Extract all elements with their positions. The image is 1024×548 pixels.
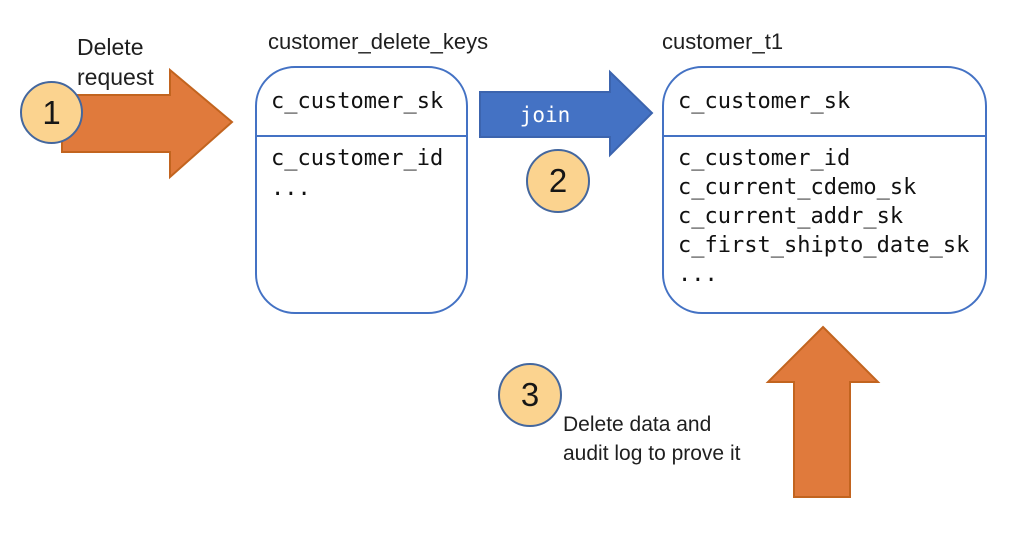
join-label: join [519, 103, 571, 127]
delete-request-label: Delete request [77, 32, 154, 92]
table-row: c_customer_id [678, 146, 851, 171]
table-title-customer-delete-keys: customer_delete_keys [268, 29, 489, 54]
join-arrow-icon [479, 69, 654, 158]
join-label-wrap: join [480, 92, 610, 138]
delete-up-arrow-icon [765, 325, 881, 498]
table-row: c_current_cdemo_sk [678, 175, 917, 200]
delete-request-label-line2: request [77, 64, 154, 90]
table-row: c_first_shipto_date_sk [678, 233, 970, 258]
step-2-badge: 2 [526, 149, 590, 213]
delete-data-label-line1: Delete data and [563, 413, 712, 436]
step-3-badge: 3 [498, 363, 562, 427]
table-title-customer-t1: customer_t1 [662, 29, 784, 54]
table-row: c_customer_id [271, 146, 444, 171]
table-body: c_customer_id ... [257, 137, 466, 211]
table-body: c_customer_id c_current_cdemo_sk c_curre… [664, 137, 985, 296]
delete-data-label-line2: audit log to prove it [563, 442, 741, 465]
table-customer-t1: c_customer_sk c_customer_id c_current_cd… [662, 66, 987, 314]
delete-request-label-line1: Delete [77, 34, 144, 60]
table-header-row: c_customer_sk [257, 68, 466, 137]
table-row: c_current_addr_sk [678, 204, 904, 229]
table-header-row: c_customer_sk [664, 68, 985, 137]
table-row: ... [271, 176, 311, 201]
table-row: ... [678, 262, 718, 287]
step-1-badge: 1 [20, 81, 83, 144]
delete-data-label: Delete data and audit log to prove it [563, 410, 740, 468]
table-customer-delete-keys: c_customer_sk c_customer_id ... [255, 66, 468, 314]
delete-request-arrow-icon [61, 67, 234, 180]
